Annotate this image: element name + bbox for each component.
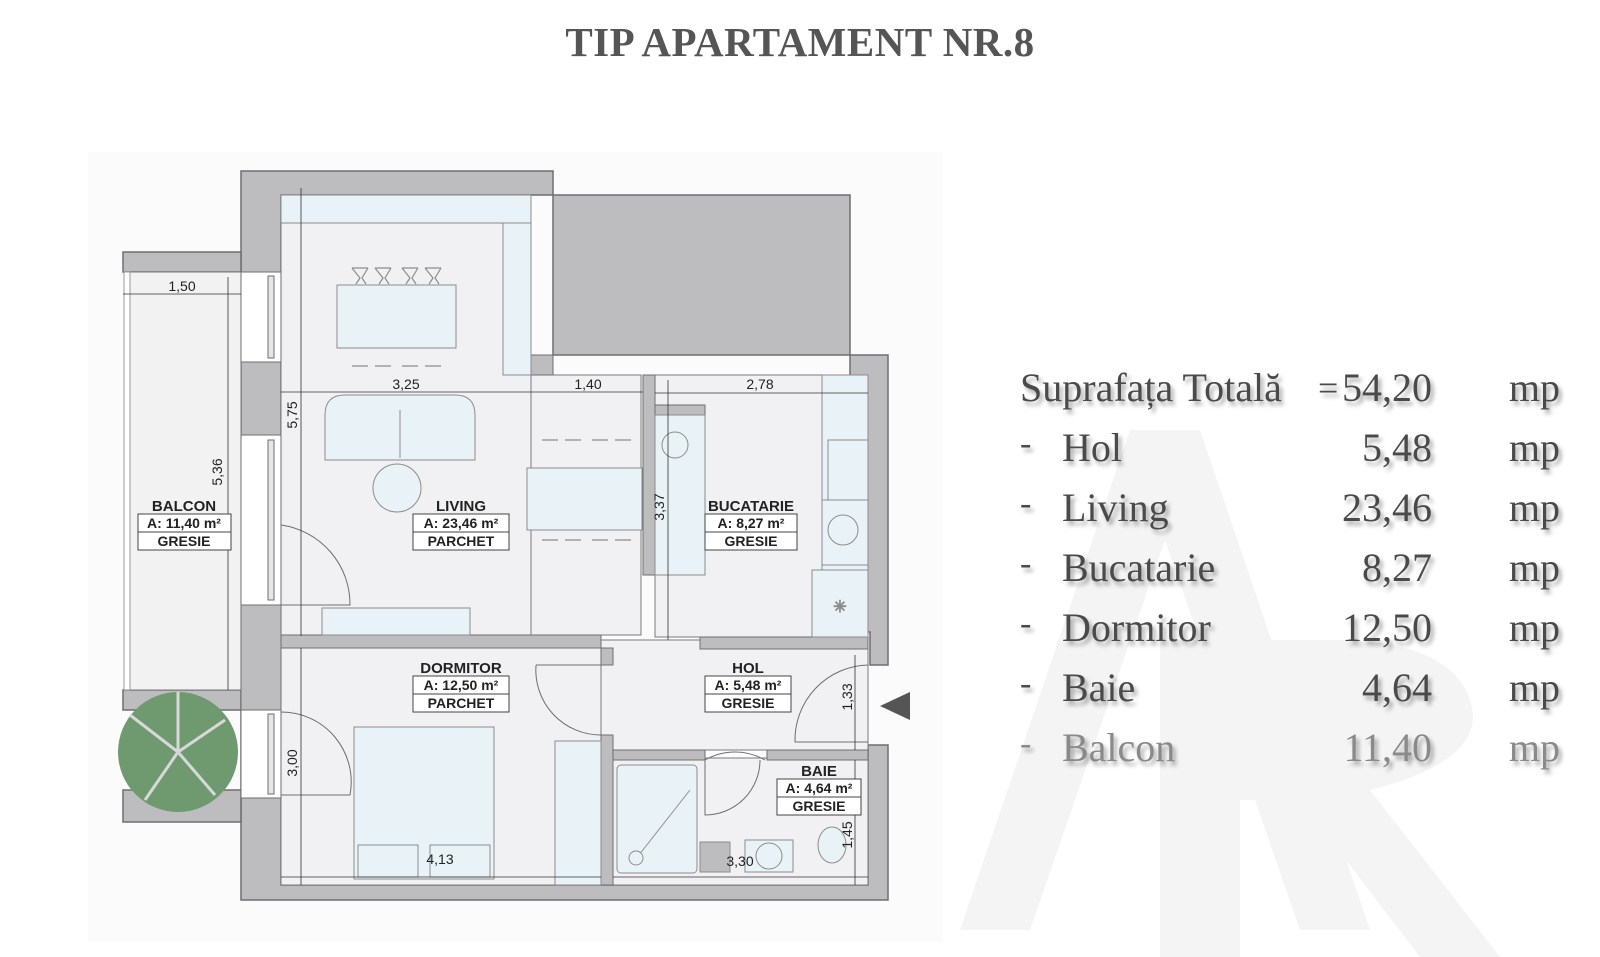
area-row-living: - Living 23,46 mp [1020,485,1560,530]
svg-text:DORMITOR: DORMITOR [420,660,502,677]
furniture: ✳ [280,194,869,886]
room-label-hol: HOL A: 5,48 m² GRESIE [704,660,792,713]
dim-balcon-width: 1,50 [168,278,195,294]
svg-text:A: 23,46 m²: A: 23,46 m² [424,515,499,531]
windows [240,271,282,799]
svg-text:A: 4,64 m²: A: 4,64 m² [786,780,853,796]
dim-living-width2: 1,40 [574,376,601,392]
dim-balcon-length: 5,36 [209,458,225,485]
watermark [960,430,1500,957]
chairs [351,267,631,541]
dim-kitchen-width: 2,78 [746,376,773,392]
total-area-label: Suprafața Totală [1020,365,1282,410]
svg-text:GRESIE: GRESIE [158,533,211,549]
svg-text:A: 12,50 m²: A: 12,50 m² [424,677,499,693]
dim-bedroom-width: 4,13 [426,851,453,867]
svg-text:LIVING: LIVING [436,498,486,515]
svg-text:A: 5,48 m²: A: 5,48 m² [715,677,782,693]
dim-bath-width: 3,30 [726,853,753,869]
total-area-row: Suprafața Totală = 54,20 mp [1020,366,1560,426]
area-row-name: Baie [1062,665,1136,710]
dim-hall-depth: 1,33 [839,683,855,710]
svg-text:GRESIE: GRESIE [722,695,775,711]
svg-text:BALCON: BALCON [152,498,216,515]
dim-living-depth: 5,75 [284,401,300,428]
area-row-name: Bucatarie [1062,545,1216,590]
area-row-dormitor: - Dormitor 12,50 mp [1020,605,1560,650]
room-label-balcon: BALCON A: 11,40 m² GRESIE [137,498,232,551]
area-row-bucatarie: - Bucatarie 8,27 mp [1020,545,1560,590]
area-row-name: Living [1062,485,1169,530]
area-summary: Suprafața Totală = 54,20 mp - Hol 5,48 m… [1020,366,1560,786]
area-row-value: 5,48 [1362,425,1432,470]
dim-kitchen-depth: 3,37 [651,493,667,520]
svg-text:A: 11,40 m²: A: 11,40 m² [147,515,221,531]
svg-text:PARCHET: PARCHET [428,533,495,549]
equals-sign: = [1318,368,1339,408]
svg-text:A: 8,27 m²: A: 8,27 m² [718,515,785,531]
area-row-hol: - Hol 5,48 mp [1020,425,1560,470]
entrance-arrow-icon [880,692,910,720]
dimension-lines [123,188,868,885]
area-row-balcon: - Balcon 11,40 mp [1020,725,1560,770]
dim-bedroom-depth: 3,00 [284,749,300,776]
svg-text:✳: ✳ [833,599,846,616]
area-row-baie: - Baie 4,64 mp [1020,665,1560,710]
dim-bath-depth: 1,45 [839,821,855,848]
doors [280,524,869,816]
area-row-value: 23,46 [1342,485,1432,530]
area-row-value: 11,40 [1343,725,1432,770]
area-row-value: 12,50 [1342,605,1432,650]
area-row-name: Dormitor [1062,605,1211,650]
dimension-labels: 1,50 5,36 3,25 1,40 2,78 5,75 3,37 3,00 … [168,278,855,869]
plant-icon [118,692,238,812]
svg-text:GRESIE: GRESIE [793,798,846,814]
room-label-living: LIVING A: 23,46 m² PARCHET [412,498,510,551]
svg-text:BUCATARIE: BUCATARIE [708,498,794,515]
svg-text:BAIE: BAIE [801,763,837,780]
room-label-dormitor: DORMITOR A: 12,50 m² PARCHET [412,660,510,713]
room-label-baie: BAIE A: 4,64 m² GRESIE [776,763,862,816]
balcony-railing [123,271,131,691]
area-row-name: Hol [1062,425,1122,470]
area-row-name: Balcon [1062,725,1176,770]
svg-text:GRESIE: GRESIE [725,533,778,549]
dim-living-width: 3,25 [392,376,419,392]
total-area-value: 54,20 [1342,365,1432,410]
svg-text:PARCHET: PARCHET [428,695,495,711]
page-title: TIP APARTAMENT NR.8 [565,19,1035,65]
room-label-bucatarie: BUCATARIE A: 8,27 m² GRESIE [704,498,798,551]
unit: mp [1508,365,1560,410]
svg-text:HOL: HOL [732,660,764,677]
area-row-value: 8,27 [1362,545,1432,590]
area-row-value: 4,64 [1362,665,1432,710]
